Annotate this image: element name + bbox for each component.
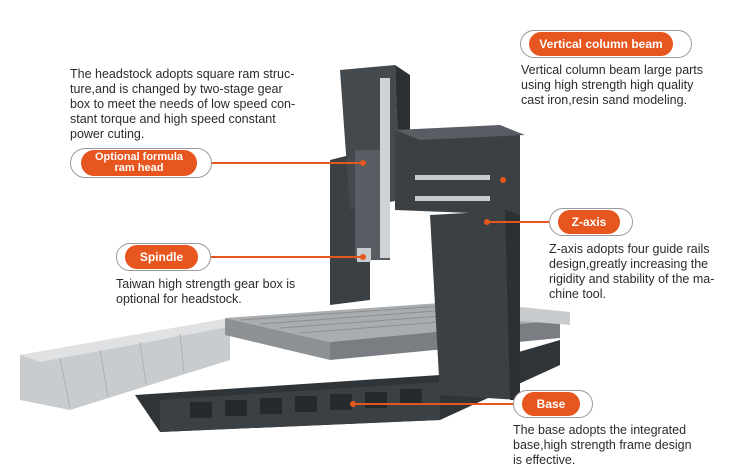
vertical-column-beam-label: Vertical column beam [520,30,692,58]
z-axis-label: Z-axis [549,208,633,236]
spindle-label: Spindle [116,243,211,271]
ram-rail [380,78,390,258]
work-table-side [225,318,330,360]
crossbeam-rail-lower [415,196,490,201]
base-marker [350,401,356,407]
crossbeam-rail-upper [415,175,490,180]
gantry-arch-opening [395,215,430,300]
optional-ram-head-label: Optional formula ram head [70,148,212,178]
optional-ram-head-leader [212,162,362,164]
bellows-ribs [59,333,185,409]
headstock-description: The headstock adopts square ram struc- t… [70,67,296,141]
spindle-leader [211,256,361,258]
left-bellows-cover [20,318,230,410]
optional-ram-head-pill: Optional formula ram head [81,150,197,176]
base-leader [352,403,513,405]
z-axis-pill: Z-axis [558,210,620,234]
vertical-column-beam-description: Vertical column beam large parts using h… [521,63,704,107]
optional-ram-head-marker [360,160,366,166]
base-pill: Base [522,392,580,416]
spindle-description: Taiwan high strength gear box is optiona… [116,277,296,306]
right-column [430,210,520,400]
right-column-side [505,210,520,400]
base-description: The base adopts the integrated base,high… [513,423,692,467]
spindle-marker [360,254,366,260]
base-pockets [190,389,422,418]
vertical-column-beam-pill: Vertical column beam [529,32,673,56]
crossbeam [395,130,520,215]
vertical-column-beam-marker [500,177,506,183]
z-axis-leader [487,221,549,223]
left-bellows-top [20,318,245,362]
crossbeam-top [395,125,525,140]
z-axis-description: Z-axis adopts four guide rails design,gr… [549,242,715,301]
z-axis-marker [484,219,490,225]
base-label: Base [513,390,593,418]
spindle-pill: Spindle [125,245,198,269]
